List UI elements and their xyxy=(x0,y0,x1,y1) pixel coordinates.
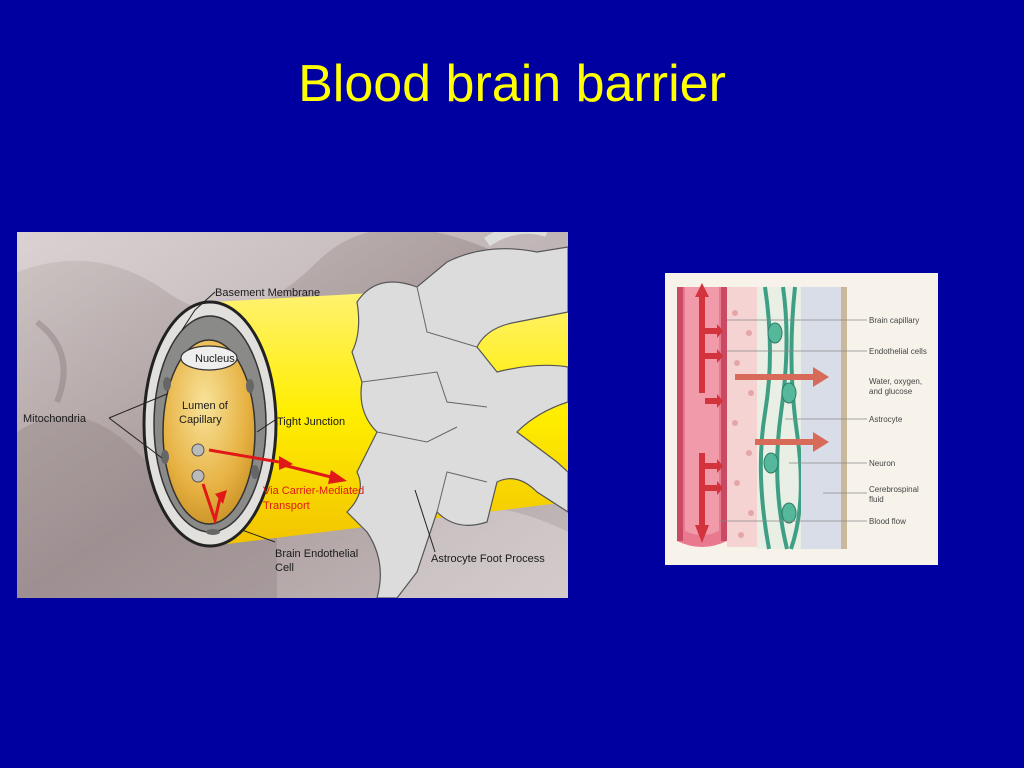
molecule-lower xyxy=(191,469,205,483)
nucleus-shape xyxy=(180,345,238,371)
astrocyte-foot-processes xyxy=(346,232,568,598)
capillary-lumen xyxy=(162,339,256,525)
label-water-line1: Water, oxygen, xyxy=(869,377,922,386)
label-lumen-line2: Capillary xyxy=(179,414,222,426)
label-endothelial-line2: Cell xyxy=(275,562,294,574)
capillary-cross-section-diagram: Basement Membrane Nucleus Mitochondria L… xyxy=(17,232,568,598)
mitochondria-shapes xyxy=(161,377,259,535)
label-water-line2: and glucose xyxy=(869,387,913,396)
label-blood-flow: Blood flow xyxy=(869,517,906,526)
endothelial-wall-right xyxy=(721,287,727,541)
label-basement-membrane: Basement Membrane xyxy=(215,287,320,299)
label-csf-line2: fluid xyxy=(869,495,884,504)
capillary-inner xyxy=(685,287,719,535)
label-brain-capillary: Brain capillary xyxy=(869,316,919,325)
molecule-upper xyxy=(191,443,205,457)
flow-arrows xyxy=(695,283,709,543)
outer-boundary xyxy=(841,287,847,549)
transport-arrows xyxy=(201,448,347,526)
label-nucleus: Nucleus xyxy=(195,353,235,365)
label-endothelial-cells: Endothelial cells xyxy=(869,347,927,356)
label-neuron: Neuron xyxy=(869,459,895,468)
transport-arrows-large xyxy=(735,367,829,452)
astrocyte-layer xyxy=(727,287,757,547)
capillary-longitudinal-diagram: Brain capillary Endothelial cells Water,… xyxy=(665,273,938,565)
neuron-cells xyxy=(763,322,797,524)
cell-texture xyxy=(732,310,754,538)
longitudinal-diagram-svg: Brain capillary Endothelial cells Water,… xyxy=(665,273,938,565)
diffusion-arrows xyxy=(705,324,723,495)
label-carrier-line2: Transport xyxy=(263,500,310,512)
endothelial-wall-left xyxy=(677,287,683,541)
leader-lines xyxy=(108,291,436,553)
right-leader-lines xyxy=(719,319,867,522)
label-carrier-line1: Via Carrier-Mediated xyxy=(263,485,364,497)
label-endothelial-line1: Brain Endothelial xyxy=(275,548,358,560)
label-mitochondria: Mitochondria xyxy=(23,413,87,425)
label-csf-line1: Cerebrospinal xyxy=(869,485,919,494)
label-astrocyte: Astrocyte xyxy=(869,415,903,424)
capillary-diagram-svg: Basement Membrane Nucleus Mitochondria L… xyxy=(17,232,568,598)
slide-title: Blood brain barrier xyxy=(298,55,726,113)
label-lumen-line1: Lumen of xyxy=(182,400,229,412)
background-texture xyxy=(17,232,568,598)
label-astrocyte-foot: Astrocyte Foot Process xyxy=(431,553,545,565)
csf-layer xyxy=(801,287,841,549)
label-tight-junction: Tight Junction xyxy=(277,416,345,428)
